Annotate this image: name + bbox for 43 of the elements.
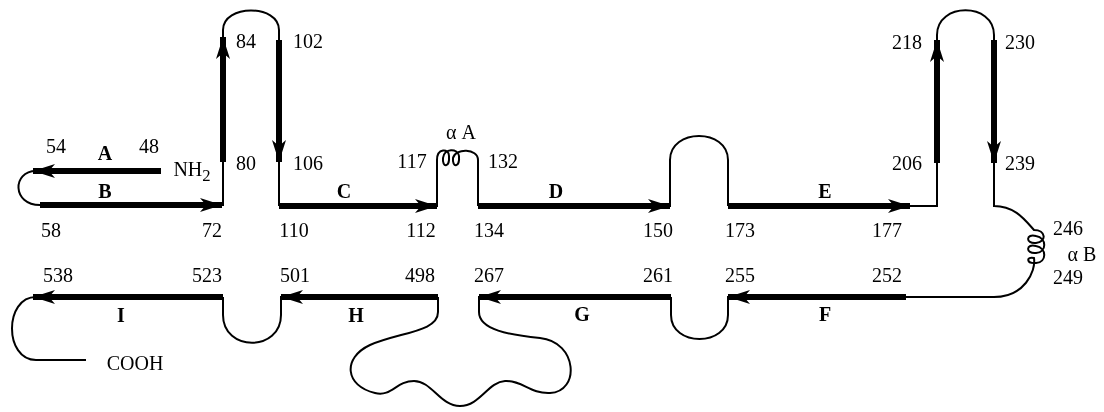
residue-number: 252 (872, 265, 902, 285)
residue-number: 538 (43, 265, 73, 285)
terminus-label: COOH (106, 353, 164, 373)
residue-number: 112 (406, 220, 436, 240)
residue-number: 80 (236, 153, 256, 173)
residue-number: 246 (1053, 218, 1083, 238)
residue-number: 206 (892, 153, 922, 173)
residue-number: 267 (474, 265, 504, 285)
residue-number: 239 (1005, 153, 1035, 173)
residue-number: 230 (1005, 32, 1035, 52)
strand-label: F (818, 304, 832, 324)
residue-number: 58 (41, 220, 61, 240)
residue-number: 72 (202, 220, 222, 240)
strand-label: A (97, 143, 113, 163)
residue-number: 117 (397, 151, 427, 171)
residue-number: 501 (280, 265, 310, 285)
residue-number: 84 (236, 31, 256, 51)
strand-label: C (336, 181, 352, 201)
strand-label: G (574, 304, 590, 324)
strand-label: D (548, 181, 564, 201)
strand-label: H (348, 305, 364, 325)
residue-number: 150 (643, 220, 673, 240)
helix-label: α B (1067, 244, 1097, 264)
residue-number: 173 (725, 220, 755, 240)
helix-label: α A (446, 122, 476, 142)
terminus-label: NH$_{2}$ (173, 159, 211, 185)
residue-number: 134 (474, 220, 504, 240)
residue-number: 110 (279, 220, 309, 240)
residue-number: 523 (192, 265, 222, 285)
residue-number: 255 (725, 265, 755, 285)
strand-label: E (818, 181, 832, 201)
residue-number: 177 (872, 220, 902, 240)
residue-number: 261 (643, 265, 673, 285)
residue-number: 249 (1053, 267, 1083, 287)
residue-number: 102 (293, 31, 323, 51)
strand-label: B (98, 181, 112, 201)
strand-label: I (117, 305, 125, 325)
residue-number: 132 (488, 151, 518, 171)
residue-number: 218 (892, 32, 922, 52)
residue-number: 54 (46, 136, 66, 156)
residue-number: 48 (139, 136, 159, 156)
residue-number: 106 (293, 153, 323, 173)
residue-number: 498 (405, 265, 435, 285)
